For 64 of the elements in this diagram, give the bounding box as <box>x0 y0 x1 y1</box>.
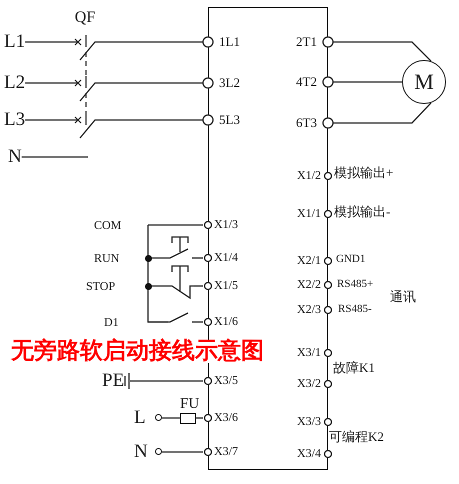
wire <box>25 41 72 43</box>
wire <box>25 119 72 121</box>
wire <box>25 82 72 84</box>
terminal-label: X2/2 <box>297 278 321 290</box>
terminal-note: 故障K1 <box>333 361 375 374</box>
terminal-label: X3/1 <box>297 346 321 358</box>
signal-label: D1 <box>104 316 148 328</box>
wire <box>333 81 402 83</box>
group-label: 通讯 <box>390 290 416 303</box>
terminal-label: X1/3 <box>214 218 238 230</box>
terminal-label: X2/1 <box>297 254 321 266</box>
wire <box>98 41 203 43</box>
pushbutton <box>168 265 194 300</box>
terminal-label: X1/6 <box>214 315 238 327</box>
wire <box>152 285 168 287</box>
terminal-label: X3/2 <box>297 377 321 389</box>
line-label: N <box>8 147 22 166</box>
terminal-label: 2T1 <box>296 35 317 48</box>
wire <box>130 380 203 382</box>
terminal-label: X3/5 <box>214 374 238 386</box>
wire <box>22 156 88 158</box>
terminal-label: 5L3 <box>219 113 240 126</box>
terminal-label: X3/6 <box>214 411 238 423</box>
wire <box>98 119 203 121</box>
signal-label: RUN <box>94 252 152 264</box>
terminal-note: 可编程K2 <box>329 430 384 443</box>
line-label: L <box>134 408 162 427</box>
wire <box>98 82 203 84</box>
wire <box>152 257 168 259</box>
terminal-label: 1L1 <box>219 35 240 48</box>
terminal-note: 模拟输出+ <box>334 166 394 179</box>
terminal-label: 4T2 <box>296 75 317 88</box>
line-label: L2 <box>4 73 26 92</box>
terminal-label: X3/7 <box>214 445 238 457</box>
terminal-label: 6T3 <box>296 116 317 129</box>
terminal-label: X1/5 <box>214 279 238 291</box>
terminal-label: X1/4 <box>214 251 238 263</box>
signal-label: COM <box>94 219 148 231</box>
line-label: L3 <box>4 110 26 129</box>
wire <box>333 41 432 62</box>
line-label: PE <box>102 371 130 390</box>
signal-label: STOP <box>86 280 152 292</box>
terminal-label: X1/1 <box>297 207 321 219</box>
wire <box>148 224 203 226</box>
line-label: N <box>134 442 162 461</box>
diagram-title: 无旁路软启动接线示意图 <box>11 340 264 363</box>
wire <box>162 417 180 419</box>
terminal-note: RS485+ <box>337 279 374 290</box>
terminal-note: 模拟输出- <box>334 205 390 218</box>
wire <box>192 257 203 259</box>
motor-circle: M <box>402 60 446 104</box>
wire <box>192 321 203 323</box>
terminal-note: GND1 <box>336 254 366 265</box>
wire <box>194 285 203 287</box>
terminal-note: RS485- <box>338 304 372 315</box>
terminal-label: X3/4 <box>297 447 321 459</box>
terminal-label: 3L2 <box>219 76 240 89</box>
wire <box>333 102 432 124</box>
terminal-label: X3/3 <box>297 415 321 427</box>
circuit-breaker: QF <box>72 10 98 142</box>
line-label: L1 <box>4 32 26 51</box>
wire <box>162 451 203 453</box>
terminal-label: X2/3 <box>297 303 321 315</box>
terminal-label: X1/2 <box>297 169 321 181</box>
